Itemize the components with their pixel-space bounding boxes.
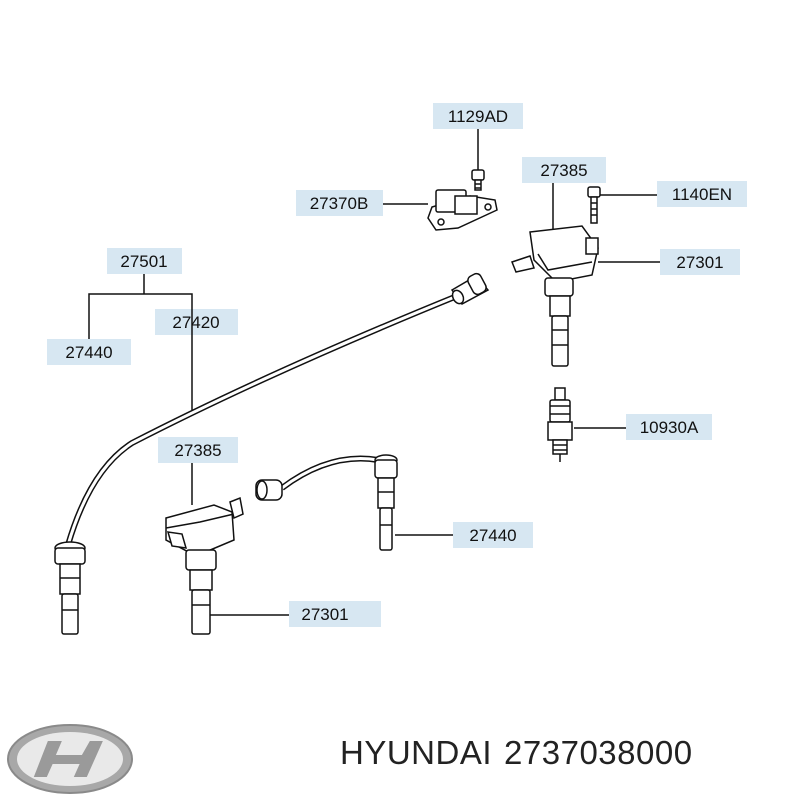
ignition-lead-27420 bbox=[65, 272, 490, 546]
svg-text:27370B: 27370B bbox=[310, 194, 369, 213]
label-27501: 27501 bbox=[107, 248, 182, 274]
part-number: 2737038000 bbox=[504, 734, 693, 771]
svg-text:27440: 27440 bbox=[469, 526, 516, 545]
lead-boot-left bbox=[54, 541, 86, 635]
label-27440-bottom: 27440 bbox=[453, 522, 533, 548]
svg-text:27440: 27440 bbox=[65, 343, 112, 362]
label-27370B: 27370B bbox=[296, 190, 383, 216]
bolt-1140EN bbox=[587, 186, 601, 224]
brand-caption: HYUNDAI 2737038000 bbox=[340, 734, 705, 772]
svg-text:27385: 27385 bbox=[174, 441, 221, 460]
label-27301-top: 27301 bbox=[660, 249, 740, 275]
sensor-27370B bbox=[427, 189, 498, 231]
label-27301-bottom: 27301 bbox=[289, 601, 381, 627]
svg-text:10930A: 10930A bbox=[640, 418, 699, 437]
svg-text:27385: 27385 bbox=[540, 161, 587, 180]
svg-text:1129AD: 1129AD bbox=[448, 107, 508, 126]
label-27440-left: 27440 bbox=[47, 339, 131, 365]
bolt-1129AD bbox=[471, 169, 485, 191]
lead-boot-right bbox=[374, 454, 398, 551]
label-1129AD: 1129AD bbox=[433, 103, 523, 129]
label-27385-top: 27385 bbox=[522, 157, 606, 183]
hyundai-logo bbox=[7, 724, 133, 794]
ignition-coil-lower bbox=[165, 496, 244, 635]
label-1140EN: 1140EN bbox=[657, 181, 747, 207]
svg-text:27301: 27301 bbox=[676, 253, 723, 272]
svg-text:1140EN: 1140EN bbox=[672, 185, 732, 204]
svg-text:27301: 27301 bbox=[301, 605, 348, 624]
label-27385-bottom: 27385 bbox=[158, 437, 238, 463]
label-10930A: 10930A bbox=[626, 414, 712, 440]
svg-text:27501: 27501 bbox=[120, 252, 167, 271]
label-27420: 27420 bbox=[155, 309, 238, 335]
spark-plug-10930A bbox=[547, 387, 573, 462]
leader-lines bbox=[88, 129, 660, 616]
ignition-coil-upper bbox=[511, 225, 599, 367]
svg-text:27420: 27420 bbox=[172, 313, 219, 332]
brand-name: HYUNDAI bbox=[340, 734, 493, 771]
ignition-lead-short bbox=[255, 455, 379, 501]
